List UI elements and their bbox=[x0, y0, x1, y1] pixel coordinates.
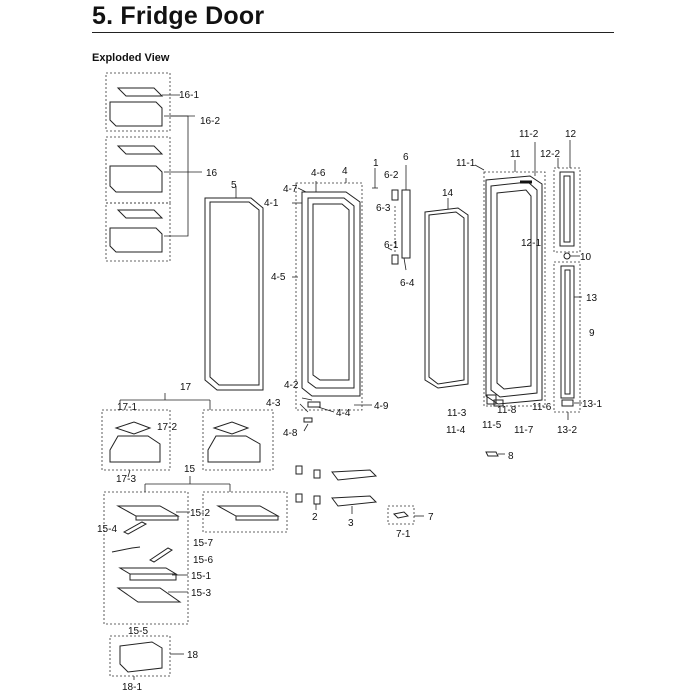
callout-label: 4 bbox=[342, 166, 348, 177]
door-strip-13 bbox=[553, 261, 582, 420]
callout-label: 7-1 bbox=[396, 529, 411, 540]
callout-label: 15-6 bbox=[193, 555, 213, 566]
callout-label: 12-1 bbox=[521, 238, 541, 249]
door-gasket-5 bbox=[204, 186, 264, 391]
callout-label: 11 bbox=[510, 149, 521, 160]
callout-label: 4-7 bbox=[283, 184, 298, 195]
callout-labels: 16-1 16-2 16 5 4-6 4 4-7 4-1 4-5 4-2 4-3… bbox=[97, 90, 602, 693]
shelf-group-15 bbox=[103, 476, 288, 625]
title-underline bbox=[92, 32, 614, 33]
callout-label: 13-2 bbox=[557, 425, 577, 436]
callout-label: 10 bbox=[580, 252, 592, 263]
callout-label: 11-3 bbox=[447, 408, 467, 419]
door-liner-11 bbox=[474, 142, 546, 407]
callout-label: 11-5 bbox=[482, 420, 502, 431]
callout-label: 4-4 bbox=[336, 408, 351, 419]
callout-label: 1 bbox=[373, 158, 379, 169]
shelf-brackets-2-3 bbox=[295, 465, 378, 514]
door-assembly-4 bbox=[292, 178, 372, 432]
door-strip-12 bbox=[553, 140, 581, 260]
callout-label: 8 bbox=[508, 451, 514, 462]
page-title: 5. Fridge Door bbox=[92, 2, 265, 30]
callout-label: 16 bbox=[206, 168, 218, 179]
callout-label: 4-1 bbox=[264, 198, 279, 209]
callout-label: 17-1 bbox=[117, 402, 137, 413]
section-subtitle: Exploded View bbox=[92, 52, 170, 64]
callout-label: 11-1 bbox=[456, 158, 476, 169]
door-bin-16-1 bbox=[109, 87, 164, 127]
callout-label: 6-2 bbox=[384, 170, 399, 181]
door-gasket-14 bbox=[424, 198, 469, 389]
callout-label: 17-2 bbox=[157, 422, 177, 433]
callout-label: 2 bbox=[312, 512, 318, 523]
hinge-parts-6 bbox=[372, 165, 411, 271]
bin-group-17 bbox=[101, 393, 274, 478]
callout-label: 15 bbox=[184, 464, 196, 475]
callout-label: 7 bbox=[428, 512, 434, 523]
bin-group-16 bbox=[105, 72, 202, 262]
callout-label: 4-2 bbox=[284, 380, 299, 391]
callout-label: 4-8 bbox=[283, 428, 298, 439]
callout-label: 15-3 bbox=[191, 588, 211, 599]
clip-8 bbox=[485, 451, 505, 457]
callout-label: 17 bbox=[180, 382, 192, 393]
callout-label: 12-2 bbox=[540, 149, 560, 160]
callout-label: 4-6 bbox=[311, 168, 326, 179]
callout-label: 11-8 bbox=[497, 405, 517, 416]
bin-18 bbox=[109, 635, 184, 680]
part-7 bbox=[387, 505, 424, 525]
callout-label: 16-2 bbox=[200, 116, 220, 127]
callout-label: 18 bbox=[187, 650, 199, 661]
callout-label: 11-7 bbox=[514, 425, 534, 436]
callout-label: 4-3 bbox=[266, 398, 281, 409]
callout-label: 4-5 bbox=[271, 272, 286, 283]
callout-label: 15-7 bbox=[193, 538, 213, 549]
callout-label: 15-4 bbox=[97, 524, 117, 535]
callout-label: 13 bbox=[586, 293, 598, 304]
callout-label: 13-1 bbox=[582, 399, 602, 410]
callout-label: 6-4 bbox=[400, 278, 415, 289]
callout-label: 16-1 bbox=[179, 90, 199, 101]
callout-label: 18-1 bbox=[122, 682, 142, 693]
callout-label: 15-5 bbox=[128, 626, 148, 637]
callout-label: 9 bbox=[589, 328, 595, 339]
callout-label: 11-6 bbox=[532, 402, 552, 413]
callout-label: 6-1 bbox=[384, 240, 399, 251]
callout-label: 11-4 bbox=[446, 425, 466, 436]
callout-label: 17-3 bbox=[116, 474, 136, 485]
callout-label: 6 bbox=[403, 152, 409, 163]
callout-label: 14 bbox=[442, 188, 454, 199]
callout-label: 15-2 bbox=[190, 508, 210, 519]
callout-label: 6-3 bbox=[376, 203, 391, 214]
callout-label: 4-9 bbox=[374, 401, 389, 412]
door-bin-16-b bbox=[109, 209, 164, 253]
callout-label: 15-1 bbox=[191, 571, 211, 582]
door-bin-16-a bbox=[109, 145, 164, 193]
callout-label: 3 bbox=[348, 518, 354, 529]
callout-label: 5 bbox=[231, 180, 237, 191]
callout-label: 12 bbox=[565, 129, 577, 140]
callout-label: 11-2 bbox=[519, 129, 539, 140]
